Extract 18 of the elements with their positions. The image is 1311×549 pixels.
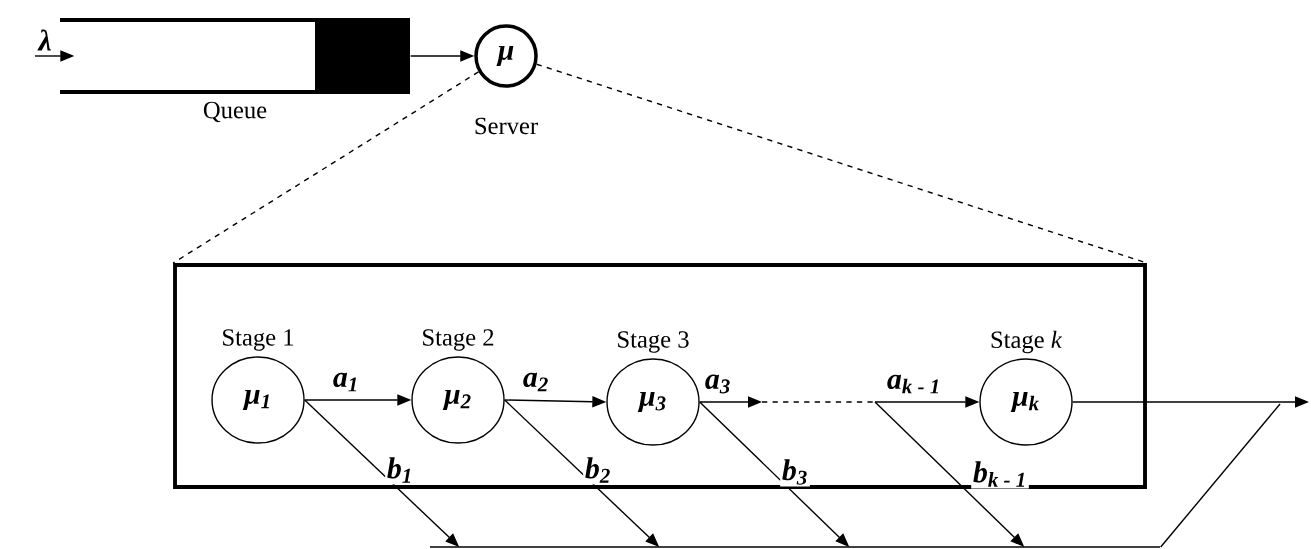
edge-label: a$_{3}$ <box>703 372 733 396</box>
edge-label: a$_{k - 1}$ <box>885 372 943 396</box>
edge-label: b$_{3}$ <box>780 457 810 487</box>
edge-label: a$_{1}$ <box>331 370 361 394</box>
node-label: Stage k <box>991 330 1063 354</box>
edge-label: b$_{1}$ <box>385 455 415 485</box>
edge-label: λ <box>36 27 54 53</box>
edge-label: b$_{2}$ <box>583 455 613 485</box>
node-label: Stage 3 <box>618 331 689 353</box>
node-label: Server <box>475 117 538 135</box>
edge-label: b$_{k - 1}$ <box>971 459 1029 489</box>
node-label: Stage 1 <box>223 329 294 351</box>
node-label: Queue <box>203 101 267 123</box>
queue-box: Queue <box>60 18 410 123</box>
collector-line <box>429 546 1161 548</box>
edge-label: a$_{2}$ <box>521 370 551 394</box>
node-label: Stage 2 <box>423 329 494 351</box>
stage-box <box>173 263 1147 489</box>
